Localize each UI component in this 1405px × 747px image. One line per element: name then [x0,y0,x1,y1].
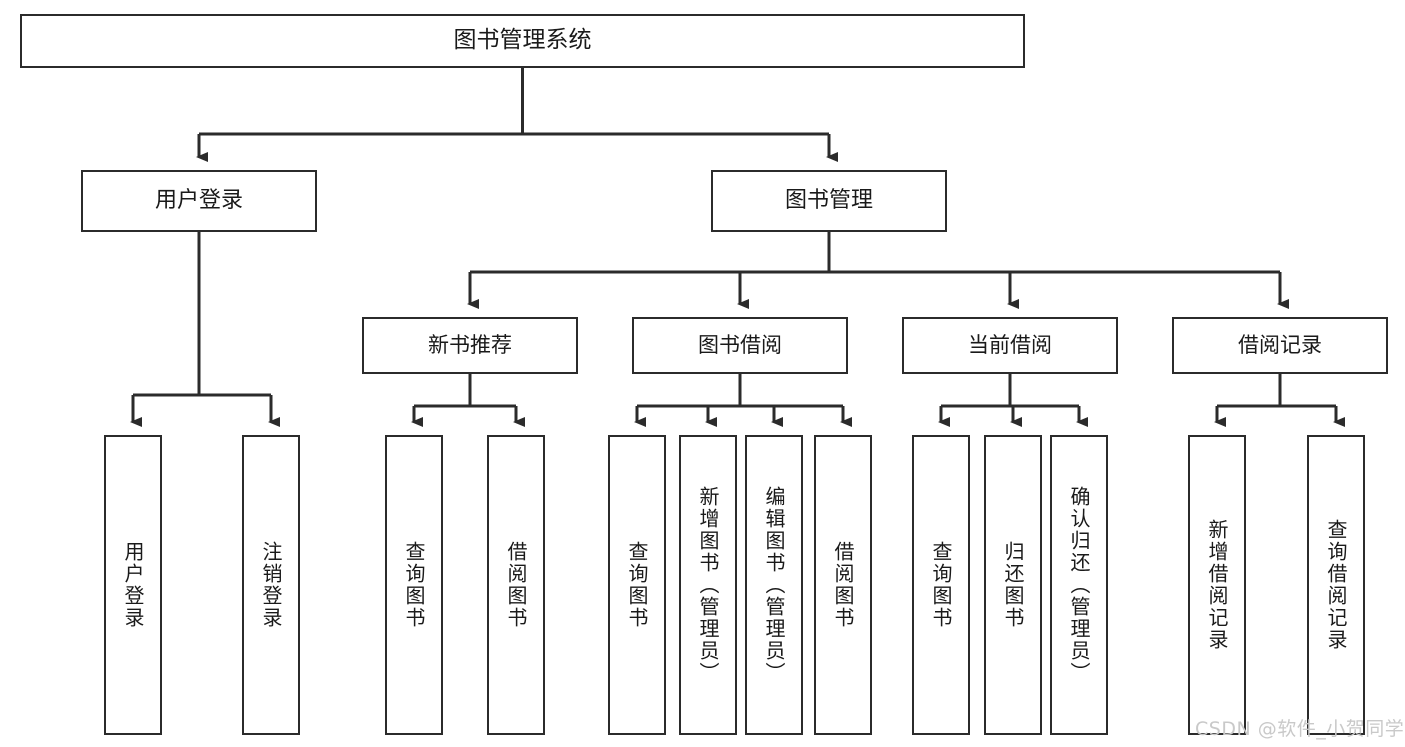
sub-node-label: 当前借阅 [968,332,1052,357]
sub-node-0[interactable]: 新书推荐 [362,317,578,374]
sub-node-2[interactable]: 当前借阅 [902,317,1118,374]
sub-node-label: 新书推荐 [428,332,512,357]
leaf-node-7[interactable]: 借阅图书 [814,435,872,735]
leaf-node-label: 查询图书 [929,541,953,629]
leaf-node-label: 查询图书 [625,541,649,629]
leaf-node-0[interactable]: 用户登录 [104,435,162,735]
leaf-node-label: 确认归还（管理员） [1067,486,1091,684]
sub-node-3[interactable]: 借阅记录 [1172,317,1388,374]
leaf-node-9[interactable]: 归还图书 [984,435,1042,735]
leaf-node-label: 归还图书 [1001,541,1025,629]
leaf-node-label: 用户登录 [121,541,145,629]
leaf-node-label: 查询借阅记录 [1324,519,1348,651]
branch-node-label: 用户登录 [154,187,243,213]
sub-node-label: 借阅记录 [1238,332,1322,357]
leaf-node-label: 编辑图书（管理员） [762,486,786,684]
leaf-node-2[interactable]: 查询图书 [385,435,443,735]
leaf-node-1[interactable]: 注销登录 [242,435,300,735]
root-node[interactable]: 图书管理系统 [20,14,1025,68]
leaf-node-label: 借阅图书 [831,541,855,629]
leaf-node-11[interactable]: 新增借阅记录 [1188,435,1246,735]
leaf-node-label: 新增图书（管理员） [696,486,720,684]
leaf-node-label: 查询图书 [402,541,426,629]
leaf-node-10[interactable]: 确认归还（管理员） [1050,435,1108,735]
csdn-watermark: CSDN @软件_小贺同学 [1195,718,1405,740]
branch-node-0[interactable]: 用户登录 [81,170,317,232]
leaf-node-6[interactable]: 编辑图书（管理员） [745,435,803,735]
leaf-node-label: 新增借阅记录 [1205,519,1229,651]
leaf-node-label: 注销登录 [259,541,283,629]
leaf-node-label: 借阅图书 [504,541,528,629]
root-node-label: 图书管理系统 [453,27,592,54]
leaf-node-4[interactable]: 查询图书 [608,435,666,735]
sub-node-label: 图书借阅 [698,332,782,357]
sub-node-1[interactable]: 图书借阅 [632,317,848,374]
leaf-node-3[interactable]: 借阅图书 [487,435,545,735]
branch-node-label: 图书管理 [784,187,873,213]
branch-node-1[interactable]: 图书管理 [711,170,947,232]
leaf-node-5[interactable]: 新增图书（管理员） [679,435,737,735]
leaf-node-12[interactable]: 查询借阅记录 [1307,435,1365,735]
leaf-node-8[interactable]: 查询图书 [912,435,970,735]
